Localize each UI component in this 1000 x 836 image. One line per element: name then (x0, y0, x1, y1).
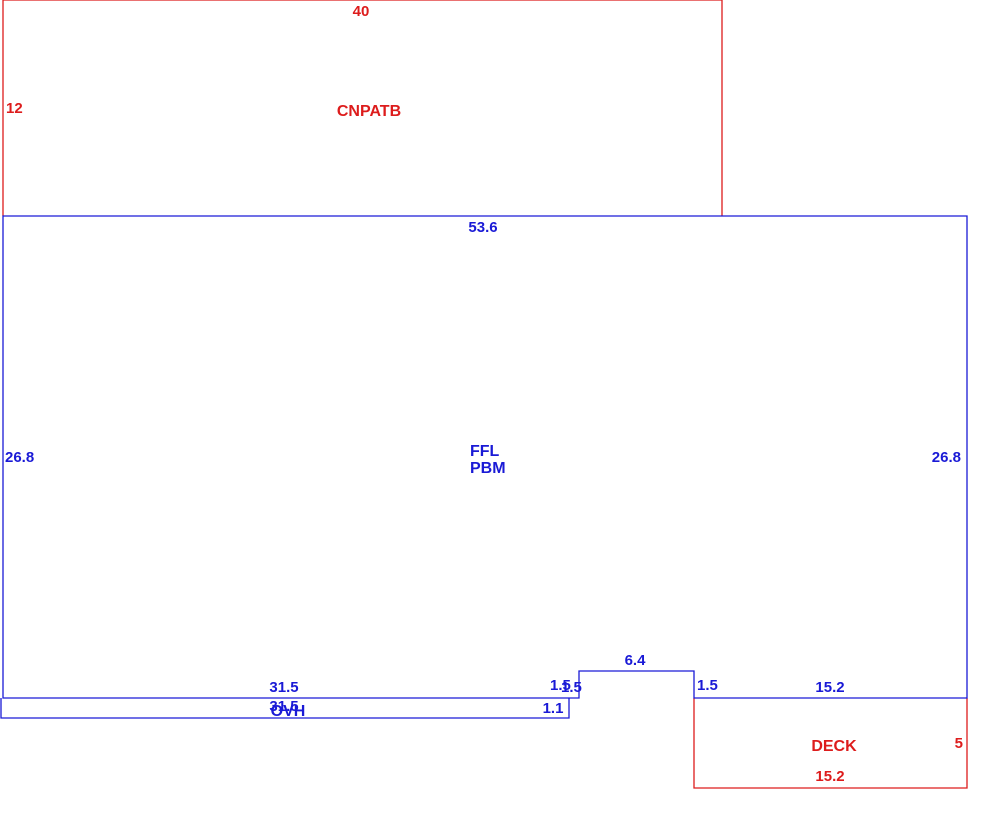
canopy-name-label: CNPATB (337, 103, 401, 120)
canopy-width-label: 40 (353, 3, 370, 20)
overhang-depth-dimension: 1.1 (543, 700, 564, 717)
main-outline (2, 215, 968, 699)
overhang-name-label: OVH (271, 703, 306, 720)
main-name-label-2: PBM (470, 460, 506, 477)
main-top-dimension: 53.6 (468, 219, 497, 236)
main-left-dimension: 26.8 (5, 449, 34, 466)
main-right-dimension: 26.8 (932, 449, 961, 466)
canopy-outline (2, 0, 723, 216)
deck-bottom-dimension: 15.2 (815, 768, 844, 785)
canopy-depth-label: 12 (6, 100, 23, 117)
overhang-length-dimension: 31.5 (269, 698, 298, 715)
deck-side-dimension: 5 (955, 735, 963, 752)
overhang-outline (0, 698, 570, 719)
deck-name-label: DECK (811, 738, 857, 755)
deck-outline (693, 698, 968, 789)
main-bottom-right-dimension: 15.2 (815, 679, 844, 696)
main-name-label-1: FFL (470, 443, 500, 460)
main-step-b-dimension: 1.5 (561, 679, 582, 696)
main-notch-width-dimension: 6.4 (625, 652, 647, 669)
main-notch-side-dimension: 1.5 (697, 677, 718, 694)
main-step-a-dimension: 1.5 (550, 677, 571, 694)
main-bottom-left-dimension: 31.5 (269, 679, 298, 696)
